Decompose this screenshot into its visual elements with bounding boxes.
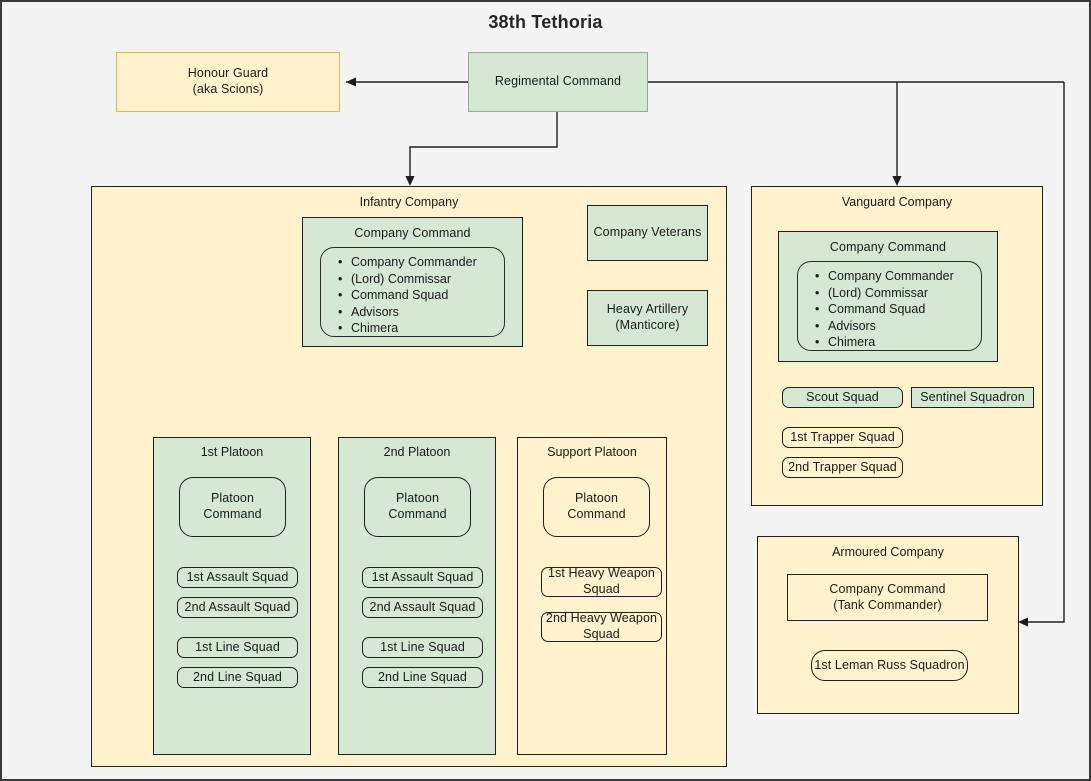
platoon-title: Support Platoon	[547, 445, 637, 459]
platoon-title: 1st Platoon	[200, 445, 264, 459]
vanguard-company-command-members: Company Commander (Lord) Commissar Comma…	[797, 261, 982, 351]
member-item: Chimera	[338, 320, 496, 337]
member-item: (Lord) Commissar	[815, 285, 973, 302]
member-item: Company Commander	[815, 268, 973, 285]
node-squad[interactable]: 2nd Assault Squad	[177, 597, 298, 618]
page-title: 38th Tethoria	[488, 12, 603, 32]
infantry-company-title: Infantry Company	[359, 195, 459, 209]
node-squad[interactable]: 1st Heavy Weapon Squad	[541, 566, 662, 597]
node-squad[interactable]: 1st Assault Squad	[362, 567, 483, 588]
node-squad[interactable]: 2nd Assault Squad	[362, 597, 483, 618]
node-leman-russ-squadron[interactable]: 1st Leman Russ Squadron	[811, 650, 968, 681]
node-squad[interactable]: 2nd Heavy Weapon Squad	[541, 611, 662, 642]
node-heavy-artillery[interactable]: Heavy Artillery (Manticore)	[587, 290, 708, 346]
member-item: Advisors	[338, 304, 496, 321]
member-item: Chimera	[815, 334, 973, 351]
member-item: Command Squad	[815, 301, 973, 318]
node-sentinel-squadron[interactable]: Sentinel Squadron	[911, 387, 1034, 408]
node-company-veterans[interactable]: Company Veterans	[587, 205, 708, 261]
node-squad[interactable]: 1st Line Squad	[177, 637, 298, 658]
member-item: Company Commander	[338, 254, 496, 271]
node-trapper-squad[interactable]: 1st Trapper Squad	[782, 427, 903, 448]
vanguard-company-title: Vanguard Company	[841, 195, 953, 209]
node-1st-platoon-command[interactable]: Platoon Command	[179, 477, 286, 537]
node-support-platoon-command[interactable]: Platoon Command	[543, 477, 650, 537]
member-item: Command Squad	[338, 287, 496, 304]
member-item: (Lord) Commissar	[338, 271, 496, 288]
member-item: Advisors	[815, 318, 973, 335]
group-armoured-company	[757, 536, 1019, 714]
platoon-title: 2nd Platoon	[383, 445, 451, 459]
armoured-company-title: Armoured Company	[832, 545, 944, 559]
node-squad[interactable]: 1st Line Squad	[362, 637, 483, 658]
node-scout-squad[interactable]: Scout Squad	[782, 387, 903, 408]
node-squad[interactable]: 2nd Line Squad	[362, 667, 483, 688]
node-honour-guard[interactable]: Honour Guard (aka Scions)	[116, 52, 340, 112]
node-regimental-command[interactable]: Regimental Command	[468, 52, 648, 112]
infantry-company-command-members: Company Commander (Lord) Commissar Comma…	[320, 247, 505, 337]
node-squad[interactable]: 1st Assault Squad	[177, 567, 298, 588]
node-2nd-platoon-command[interactable]: Platoon Command	[364, 477, 471, 537]
node-squad[interactable]: 2nd Line Squad	[177, 667, 298, 688]
node-armoured-company-command[interactable]: Company Command (Tank Commander)	[787, 574, 988, 621]
node-trapper-squad[interactable]: 2nd Trapper Squad	[782, 457, 903, 478]
